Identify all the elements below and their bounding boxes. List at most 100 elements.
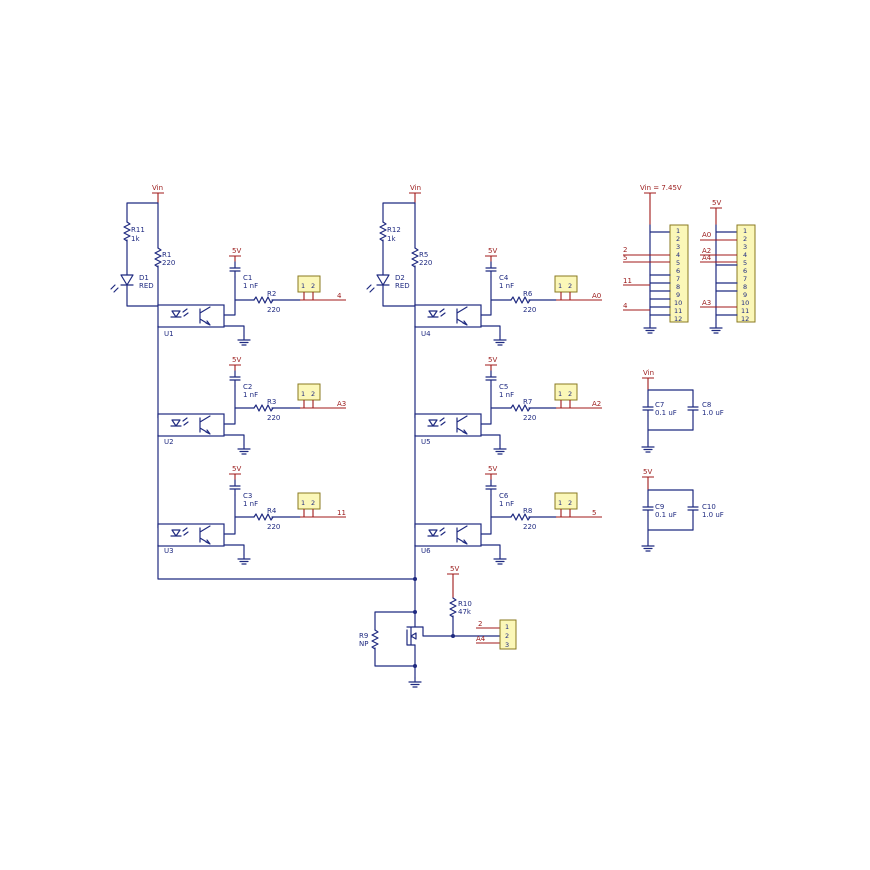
header-5v: 5V A0 A2 A4 A3 1 2 3 4 5 6 7 8 9 10 11 1… — [700, 199, 756, 334]
left-opto-column: Vin R11 1k D1 RED R1 220 U1 5V C1 1 nF R… — [110, 184, 416, 580]
jp6-pin2: 2 — [568, 499, 572, 507]
r11-ref: R11 — [131, 226, 145, 234]
c7-ref: C7 — [655, 401, 664, 409]
led-d2-icon — [376, 274, 390, 286]
jp5-pin1: 1 — [558, 390, 562, 398]
r5-ref: R5 — [419, 251, 428, 259]
c6-ref: C6 — [499, 492, 509, 500]
h2-pin-11: 11 — [741, 307, 749, 315]
d1-ref: D1 — [139, 274, 149, 282]
r8-value: 220 — [523, 523, 536, 531]
r9-value: NP — [359, 640, 368, 648]
jp1-pin2: 2 — [311, 282, 315, 290]
r1-ref: R1 — [162, 251, 171, 259]
h1-pin-10: 10 — [674, 299, 682, 307]
header-vin: Vin = 7.45V 2 5 11 4 1 2 3 4 5 6 7 8 9 1… — [623, 184, 689, 334]
h1-pin-3: 3 — [676, 243, 680, 251]
c2-ref: C2 — [243, 383, 252, 391]
middle-opto-column: Vin R12 1k D2 RED R5 220 U4 5V C4 1 nF R… — [366, 184, 602, 613]
vin-label-middle: Vin — [410, 184, 421, 192]
vin-label-left: Vin — [152, 184, 163, 192]
h2-pin-7: 7 — [743, 275, 747, 283]
h1-pin-12: 12 — [674, 315, 682, 323]
jp1-pin1: 1 — [301, 282, 305, 290]
u1-ref: U1 — [164, 330, 174, 338]
h2-pin-12: 12 — [741, 315, 749, 323]
r10-ref: R10 — [458, 600, 472, 608]
u3-net: 11 — [337, 509, 346, 517]
r7-ref: R7 — [523, 398, 532, 406]
h2-pin-8: 8 — [743, 283, 747, 291]
c5-value: 1 nF — [499, 391, 514, 399]
c1-value: 1 nF — [243, 282, 258, 290]
c3-ref: C3 — [243, 492, 252, 500]
conn-pin2: 2 — [505, 632, 509, 640]
r12-ref: R12 — [387, 226, 401, 234]
d1-value: RED — [139, 282, 154, 290]
header1-body — [669, 224, 689, 323]
r2-value: 220 — [267, 306, 280, 314]
h2-net-a4: A4 — [702, 254, 712, 262]
c8-ref: C8 — [702, 401, 711, 409]
conn-pin3: 3 — [505, 641, 509, 649]
dec2-supply: 5V — [643, 468, 652, 476]
u4-supply: 5V — [488, 247, 497, 255]
c2-value: 1 nF — [243, 391, 258, 399]
header2-body — [736, 224, 756, 323]
jp4-pin1: 1 — [558, 282, 562, 290]
h2-pin-9: 9 — [743, 291, 747, 299]
r10-value: 47k — [458, 608, 472, 616]
r1-value: 220 — [162, 259, 175, 267]
r4-value: 220 — [267, 523, 280, 531]
u2-supply: 5V — [232, 356, 241, 364]
header1-supply: Vin = 7.45V — [640, 184, 682, 192]
u2-net: A3 — [337, 400, 346, 408]
r11-value: 1k — [131, 235, 140, 243]
h1-pin-1: 1 — [676, 227, 680, 235]
decoupling-vin: Vin C7 0.1 uF C8 1.0 uF — [641, 369, 724, 453]
d2-value: RED — [395, 282, 410, 290]
conn-pin1: 1 — [505, 623, 509, 631]
mosfet-section: R9 NP 5V R10 47k 1 2 3 2 A4 — [359, 565, 517, 688]
r6-value: 220 — [523, 306, 536, 314]
r2-ref: R2 — [267, 290, 276, 298]
u5-net: A2 — [592, 400, 601, 408]
jp3-pin1: 1 — [301, 499, 305, 507]
c10-value: 1.0 uF — [702, 511, 724, 519]
h2-pin-1: 1 — [743, 227, 747, 235]
d2-ref: D2 — [395, 274, 405, 282]
r3-value: 220 — [267, 414, 280, 422]
h1-pin-4: 4 — [676, 251, 680, 259]
u5-ref: U5 — [421, 438, 431, 446]
h2-pin-6: 6 — [743, 267, 747, 275]
r3-ref: R3 — [267, 398, 276, 406]
jp5-pin2: 2 — [568, 390, 572, 398]
h1-pin-7: 7 — [676, 275, 680, 283]
r8-ref: R8 — [523, 507, 532, 515]
c7-value: 0.1 uF — [655, 409, 677, 417]
h1-net-2: 2 — [623, 246, 627, 254]
u6-ref: U6 — [421, 547, 431, 555]
c5-ref: C5 — [499, 383, 508, 391]
u2-ref: U2 — [164, 438, 174, 446]
u5-supply: 5V — [488, 356, 497, 364]
c9-value: 0.1 uF — [655, 511, 677, 519]
u6-supply: 5V — [488, 465, 497, 473]
c9-ref: C9 — [655, 503, 664, 511]
r10-supply: 5V — [450, 565, 459, 573]
led-d1-icon — [120, 274, 134, 286]
connector-3pin — [499, 619, 517, 650]
u3-ref: U3 — [164, 547, 174, 555]
h2-pin-2: 2 — [743, 235, 747, 243]
h1-pin-2: 2 — [676, 235, 680, 243]
c8-value: 1.0 uF — [702, 409, 724, 417]
jp2-pin2: 2 — [311, 390, 315, 398]
conn-net-2: 2 — [478, 620, 482, 628]
r7-value: 220 — [523, 414, 536, 422]
c3-value: 1 nF — [243, 500, 258, 508]
c10-ref: C10 — [702, 503, 716, 511]
jp2-pin1: 1 — [301, 390, 305, 398]
u1-supply: 5V — [232, 247, 241, 255]
jp4-pin2: 2 — [568, 282, 572, 290]
